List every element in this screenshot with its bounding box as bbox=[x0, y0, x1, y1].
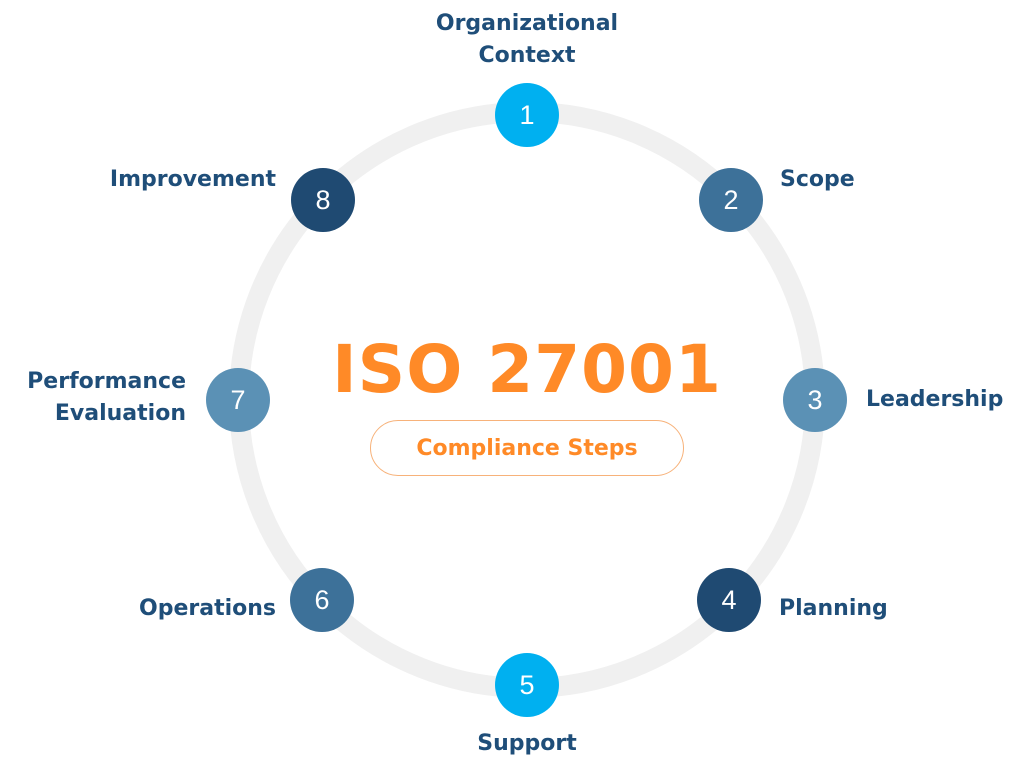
step-5-node: 5 bbox=[495, 653, 559, 717]
step-4-label: Planning bbox=[779, 596, 888, 621]
step-1-label-line2: Context bbox=[478, 43, 576, 68]
step-4-node: 4 bbox=[697, 568, 761, 632]
step-6-node: 6 bbox=[290, 568, 354, 632]
subtitle-badge: Compliance Steps bbox=[370, 420, 684, 476]
step-3-label: Leadership bbox=[866, 387, 1004, 412]
step-7-label-line1: Performance bbox=[27, 369, 186, 394]
step-7-node: 7 bbox=[206, 368, 270, 432]
step-1-label-line1: Organizational bbox=[435, 11, 619, 36]
step-7-label: Performance Evaluation bbox=[27, 366, 186, 430]
subtitle-text: Compliance Steps bbox=[416, 435, 638, 461]
step-8-label: Improvement bbox=[109, 167, 276, 192]
diagram-title: ISO 27001 bbox=[332, 331, 722, 408]
step-1-node: 1 bbox=[495, 83, 559, 147]
step-6-label: Operations bbox=[139, 596, 276, 621]
step-2-node: 2 bbox=[699, 168, 763, 232]
step-5-label: Support bbox=[477, 731, 577, 756]
step-2-label: Scope bbox=[780, 167, 855, 192]
step-7-label-line2: Evaluation bbox=[54, 401, 186, 426]
step-3-node: 3 bbox=[783, 368, 847, 432]
step-8-node: 8 bbox=[291, 168, 355, 232]
step-1-label: Organizational Context bbox=[436, 8, 618, 72]
